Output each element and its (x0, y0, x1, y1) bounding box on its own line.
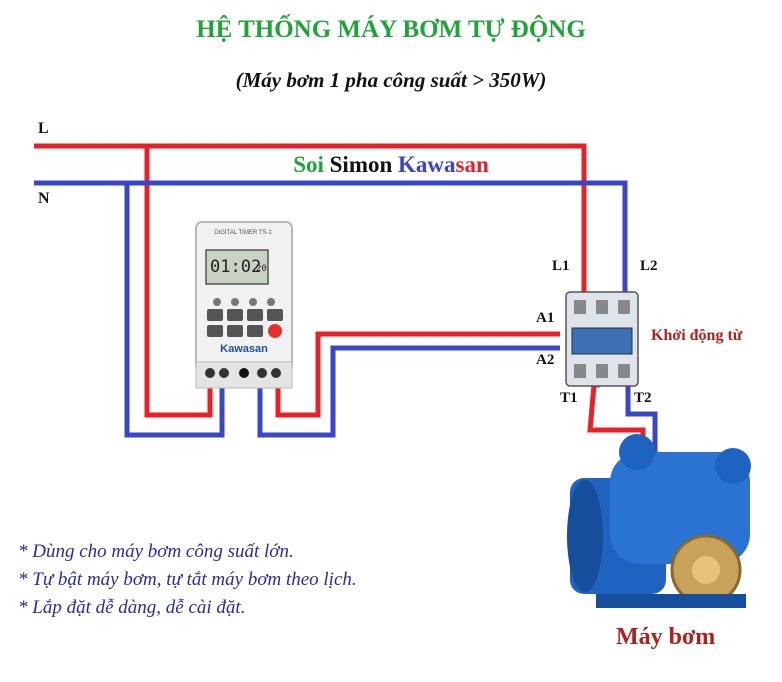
note-item: * Tự bật máy bơm, tự tắt máy bơm theo lị… (18, 569, 357, 590)
brand-banner: Soi Simon Kawasan (0, 152, 782, 178)
note-item: * Dùng cho máy bơm công suất lớn. (18, 541, 294, 562)
contactor-l1-label: L1 (552, 258, 570, 274)
contactor-t1-label: T1 (560, 390, 578, 406)
note-item: * Lắp đặt dễ dàng, dễ cài đặt. (18, 597, 246, 618)
brand-part-2: Simon (329, 152, 393, 177)
contactor (565, 291, 639, 387)
brand-part-3: Kawa (398, 152, 456, 177)
feature-notes: * Dùng cho máy bơm công suất lớn. * Tự b… (18, 538, 357, 622)
digital-timer (195, 221, 293, 389)
timer-header: DIGITAL TIMER TS-1 (214, 230, 272, 236)
contactor-a2-label: A2 (536, 352, 555, 368)
contactor-a1-label: A1 (536, 310, 555, 326)
pump-label: Máy bơm (616, 624, 716, 650)
timer-display-small: 20 (256, 264, 267, 274)
contactor-t2-label: T2 (634, 390, 652, 406)
timer-brand: Kawasan (220, 343, 268, 355)
water-pump (567, 434, 751, 608)
page-title: HỆ THỐNG MÁY BƠM TỰ ĐỘNG (196, 16, 586, 43)
contactor-l2-label: L2 (640, 258, 658, 274)
page-subtitle: (Máy bơm 1 pha công suất > 350W) (235, 68, 547, 92)
neutral-wire-label: N (38, 190, 50, 207)
timer-display: 01:02 (210, 257, 262, 277)
live-wire-label: L (38, 120, 49, 137)
brand-part-4: san (455, 152, 489, 177)
neutral-wire (34, 180, 658, 455)
contactor-name: Khởi động từ (651, 327, 743, 344)
brand-part-1: Soi (293, 152, 324, 177)
